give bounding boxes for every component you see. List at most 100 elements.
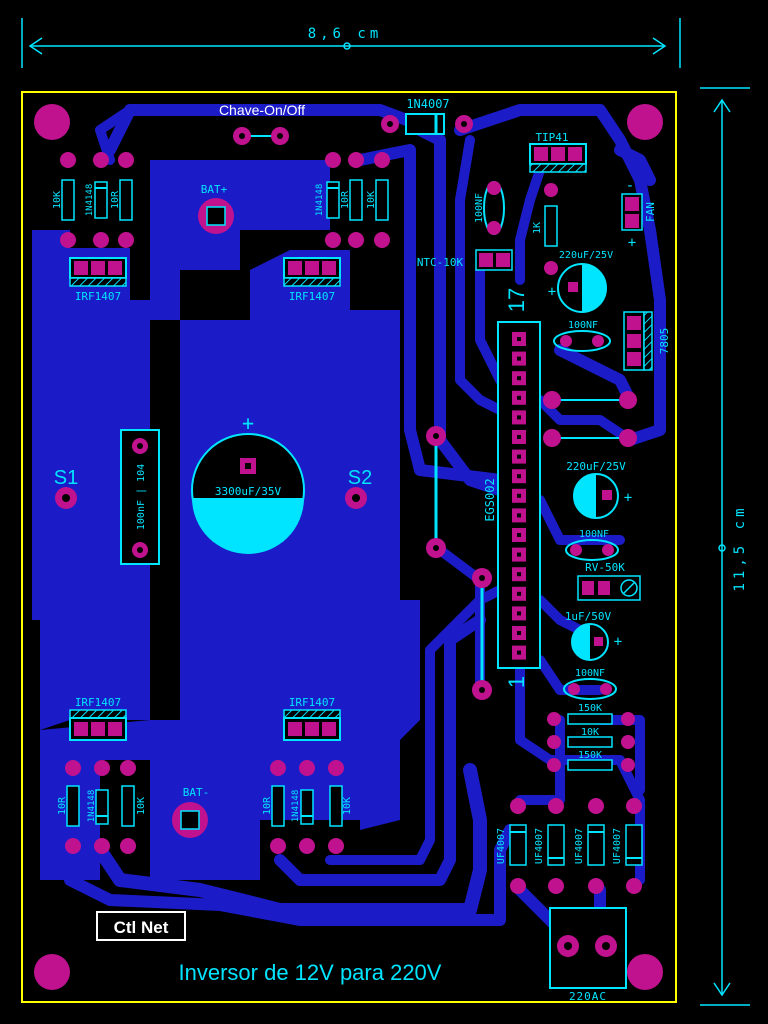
- svg-text:220AC: 220AC: [569, 990, 607, 1003]
- ic-pin-column: [512, 332, 526, 660]
- capacitor-100nf-b: 100NF: [565, 529, 619, 561]
- svg-text:220uF/25V: 220uF/25V: [559, 250, 613, 261]
- svg-text:10R: 10R: [57, 796, 68, 815]
- ic-pin-hole: [517, 435, 521, 439]
- capacitor-220uf-top: 220uF/25V +: [548, 250, 613, 313]
- capacitor-220uf-mid: 220uF/25V +: [566, 460, 632, 519]
- svg-text:IRF1407: IRF1407: [75, 696, 121, 709]
- diode-uf4007-1: UF4007: [496, 798, 527, 894]
- gate-network-top-left: 10K 1N4148 10R: [52, 152, 134, 248]
- svg-text:NTC-10K: NTC-10K: [417, 256, 464, 269]
- mosfet-top-left: IRF1407: [69, 257, 127, 303]
- svg-text:1uF/50V: 1uF/50V: [565, 610, 612, 623]
- svg-text:EGS002: EGS002: [483, 478, 497, 521]
- gate-network-bottom-left: 10R 1N4148 10K: [57, 760, 147, 854]
- dimension-width: 8,6 cm: [21, 18, 681, 68]
- battery-negative-terminal: BAT-: [172, 786, 209, 838]
- capacitor-100nf-a: 100NF: [553, 320, 611, 352]
- svg-text:10K: 10K: [52, 191, 63, 209]
- svg-text:150K: 150K: [578, 750, 602, 761]
- svg-text:220uF/25V: 220uF/25V: [566, 460, 626, 473]
- diode-1n4007: 1N4007: [381, 97, 473, 135]
- brand-badge: Ctl Net: [96, 911, 186, 941]
- capacitor-1uf: 1uF/50V +: [565, 610, 622, 661]
- svg-text:100NF: 100NF: [568, 320, 598, 331]
- svg-text:S2: S2: [348, 467, 372, 489]
- bridge-diodes: UF4007 UF4007 UF4007 UF4007: [496, 798, 643, 894]
- ic-egs002: 17 1 EGS002: [483, 288, 541, 688]
- svg-text:10K: 10K: [342, 797, 353, 815]
- ic-pin-hole: [517, 552, 521, 557]
- ic-pin-hole: [517, 591, 521, 596]
- svg-text:10R: 10R: [110, 190, 121, 209]
- ntc-sensor: NTC-10K: [417, 249, 513, 271]
- svg-text:UF4007: UF4007: [496, 828, 507, 864]
- svg-text:TIP41: TIP41: [535, 131, 568, 144]
- svg-text:+: +: [624, 490, 632, 506]
- svg-text:10R: 10R: [262, 796, 273, 815]
- terminal-s1: S1: [54, 467, 78, 509]
- svg-text:100NF: 100NF: [579, 529, 609, 540]
- svg-text:UF4007: UF4007: [534, 828, 545, 864]
- ic-pin-hole: [517, 650, 521, 655]
- svg-text:1K: 1K: [532, 222, 543, 234]
- cap-main-label: 3300uF/35V: [215, 485, 282, 498]
- svg-text:100NF: 100NF: [575, 668, 605, 679]
- main-capacitor: + 3300uF/35V: [191, 411, 305, 554]
- copper-layer: [32, 104, 666, 956]
- svg-text:17: 17: [504, 288, 529, 312]
- jumper-links-right: [543, 391, 637, 447]
- ic-pin-hole: [517, 415, 521, 420]
- svg-text:S1: S1: [54, 467, 78, 489]
- svg-text:+: +: [242, 411, 254, 435]
- capacitor-100nf-c: 100NF: [563, 668, 617, 700]
- diode-uf4007-4: UF4007: [612, 798, 643, 894]
- svg-text:1: 1: [504, 676, 529, 688]
- capacitor-104: 100nF | 104: [120, 429, 160, 565]
- mounting-hole-icon: [34, 104, 663, 990]
- ic-pin-hole: [517, 337, 521, 341]
- svg-text:+: +: [614, 634, 622, 650]
- mosfet-bottom-left: IRF1407: [69, 696, 127, 741]
- ic-pin-hole: [517, 533, 521, 537]
- terminal-s2: S2: [345, 467, 372, 509]
- svg-text:IRF1407: IRF1407: [289, 696, 335, 709]
- svg-text:UF4007: UF4007: [574, 828, 585, 864]
- svg-text:+: +: [548, 284, 556, 300]
- svg-text:UF4007: UF4007: [612, 828, 623, 864]
- switch-label: Chave-On/Off: [219, 102, 305, 118]
- svg-text:10K: 10K: [581, 727, 599, 738]
- svg-text:Ctl Net: Ctl Net: [114, 918, 169, 937]
- diode-uf4007-2: UF4007: [534, 798, 565, 894]
- ic-pin-hole: [517, 356, 521, 361]
- svg-text:+: +: [628, 235, 636, 251]
- svg-text:10R: 10R: [340, 190, 351, 209]
- mosfet-top-right: IRF1407: [283, 257, 341, 303]
- svg-text:7805: 7805: [658, 328, 671, 355]
- ic-pin-hole: [517, 474, 521, 479]
- ic-pin-hole: [517, 513, 521, 518]
- svg-text:IRF1407: IRF1407: [75, 290, 121, 303]
- ic-pin-hole: [517, 631, 521, 635]
- trimmer-icon: RV-50K: [577, 561, 641, 601]
- gate-network-top-right: 1N4148 10R 10K: [315, 152, 390, 248]
- svg-text:100NF: 100NF: [474, 193, 485, 223]
- svg-text:100nF | 104: 100nF | 104: [136, 464, 147, 530]
- dimension-height: 11,5 cm: [700, 87, 750, 1006]
- svg-text:1N4148: 1N4148: [85, 184, 95, 217]
- ic-pin-hole: [517, 611, 521, 616]
- battery-positive-terminal: BAT+: [198, 183, 234, 234]
- svg-text:BAT-: BAT-: [183, 786, 210, 799]
- diode-uf4007-3: UF4007: [574, 798, 605, 894]
- width-label: 8,6 cm: [308, 26, 383, 42]
- board-title: Inversor de 12V para 220V: [179, 960, 442, 985]
- svg-text:1N4148: 1N4148: [291, 790, 301, 823]
- svg-text:1N4148: 1N4148: [87, 790, 97, 823]
- resistor-stack: 150K 10K 150K: [547, 703, 635, 772]
- svg-text:150K: 150K: [578, 703, 602, 714]
- transistor-tip41: TIP41: [529, 131, 587, 173]
- fan-connector: - + FAN: [621, 178, 657, 251]
- regulator-7805: 7805: [623, 311, 671, 371]
- svg-text:IRF1407: IRF1407: [289, 290, 335, 303]
